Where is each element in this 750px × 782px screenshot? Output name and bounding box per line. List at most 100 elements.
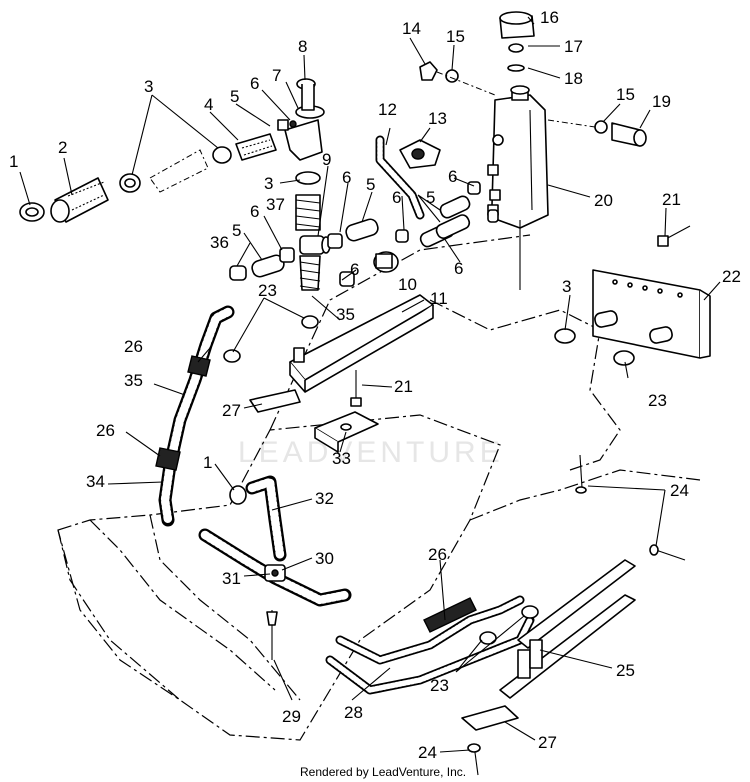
bracket-25 (499, 559, 636, 699)
coupler-26-lower (155, 447, 181, 471)
callout-6g: 6 (350, 260, 359, 279)
callout-1: 1 (9, 152, 18, 171)
callout-15b: 15 (616, 85, 635, 104)
hose-4 (235, 133, 277, 161)
clamp-3-tee (295, 171, 321, 185)
bracket-27-lower (461, 705, 519, 731)
rivet-24-top (575, 454, 587, 494)
callout-30: 30 (315, 549, 334, 568)
check-valve-10 (339, 251, 399, 287)
callout-18: 18 (564, 69, 583, 88)
callout-4: 4 (204, 95, 213, 114)
bolt-21-top (657, 225, 691, 247)
callout-10: 10 (398, 275, 417, 294)
nut-washer-left (419, 61, 496, 96)
callout-9: 9 (322, 150, 331, 169)
callout-35b: 35 (124, 371, 143, 390)
callout-5: 5 (230, 87, 239, 106)
leader-lines (19, 16, 721, 753)
callout-21: 21 (662, 190, 681, 209)
callout-27b: 27 (538, 733, 557, 752)
callout-7: 7 (272, 66, 281, 85)
clamp-3-mid (212, 146, 232, 164)
coolant-reservoir (487, 85, 549, 229)
coupler-26-upper (187, 355, 211, 377)
clamp-13 (399, 139, 441, 169)
fitting-30 (264, 564, 286, 582)
reservoir-cap (499, 11, 535, 72)
bracket-11 (289, 294, 434, 393)
callout-24: 24 (670, 481, 689, 500)
callout-35: 35 (336, 305, 355, 324)
callout-5b: 5 (232, 221, 241, 240)
callout-23: 23 (648, 391, 667, 410)
clamp-23-right (613, 350, 635, 366)
hose-34-35 (158, 305, 235, 527)
callout-20: 20 (594, 191, 613, 210)
callout-36: 36 (210, 233, 229, 252)
bracket-33 (314, 411, 379, 453)
callout-28: 28 (344, 703, 363, 722)
callout-26c: 26 (428, 545, 447, 564)
clamp-23-hose (223, 349, 241, 363)
callout-34: 34 (86, 472, 105, 491)
rivet-24-side (649, 544, 686, 561)
rivet-24-bottom (467, 743, 481, 776)
fitting-9 (299, 235, 331, 255)
callout-3b: 3 (264, 174, 273, 193)
probe-29 (266, 610, 278, 660)
callout-3c: 3 (562, 277, 571, 296)
callout-5c: 5 (366, 175, 375, 194)
fitting-group-right (395, 181, 499, 248)
callout-23c: 23 (430, 676, 449, 695)
clamp-1-top (19, 202, 45, 222)
callout-6d: 6 (392, 188, 401, 207)
chassis-frame (57, 234, 701, 741)
clamp-1-mid (229, 485, 247, 505)
bolt-21-lower (350, 370, 362, 407)
hose-2 (50, 177, 109, 223)
callout-32: 32 (315, 489, 334, 508)
callout-8: 8 (298, 37, 307, 56)
callout-17: 17 (564, 37, 583, 56)
callout-37: 37 (266, 195, 285, 214)
callout-19: 19 (652, 92, 671, 111)
callout-6f: 6 (454, 259, 463, 278)
coupler-26-right (423, 597, 477, 633)
callout-6c: 6 (250, 202, 259, 221)
clamp-23-upper (301, 315, 319, 329)
spring-37 (295, 194, 321, 231)
callout-14: 14 (402, 19, 421, 38)
callout-29: 29 (282, 707, 301, 726)
callout-16: 16 (540, 8, 559, 27)
clamp-23-lower (479, 605, 539, 645)
callout-2: 2 (58, 138, 67, 157)
callout-15: 15 (446, 27, 465, 46)
callout-6: 6 (250, 74, 259, 93)
tee-fitting (277, 78, 325, 161)
clamp-3-right (554, 328, 576, 344)
bolt-washer-right (547, 119, 647, 147)
callout-22: 22 (722, 267, 741, 286)
callout-13: 13 (428, 109, 447, 128)
callout-5d: 5 (426, 188, 435, 207)
callout-26b: 26 (96, 421, 115, 440)
callout-numbers: 1 2 3 4 5 6 7 8 3 6 37 9 36 5 6 5 6 12 1… (9, 8, 741, 762)
callout-21b: 21 (394, 377, 413, 396)
spring-35-upper (299, 255, 321, 291)
watermark: LEADVENTURE (238, 436, 504, 469)
bracket-22 (592, 269, 711, 359)
callout-25: 25 (616, 661, 635, 680)
callout-1b: 1 (203, 453, 212, 472)
callout-27: 27 (222, 401, 241, 420)
callout-11: 11 (430, 289, 448, 308)
callout-24b: 24 (418, 743, 437, 762)
fitting-group-left (229, 218, 379, 281)
callout-33: 33 (332, 449, 351, 468)
phantom-hose (149, 149, 209, 193)
filler-tube (375, 135, 425, 220)
bracket-27-upper (249, 389, 301, 413)
callout-12: 12 (378, 100, 397, 119)
credit-line: Rendered by LeadVenture, Inc. (300, 765, 466, 779)
